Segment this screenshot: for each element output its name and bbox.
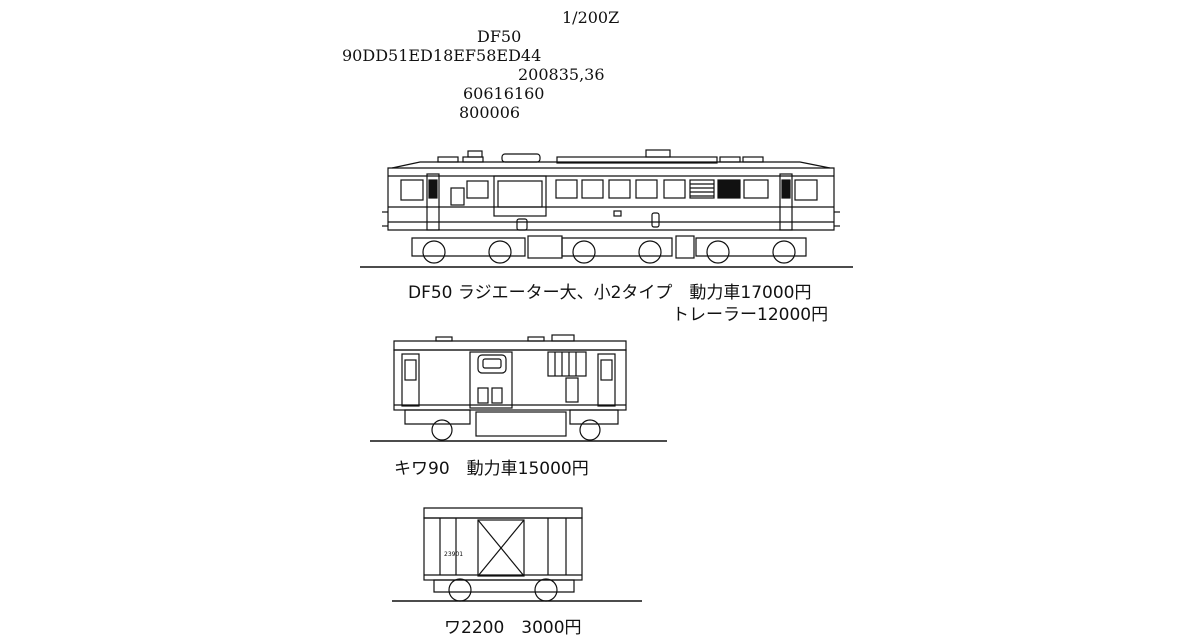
kiwa90-caption: キワ90 動力車15000円 (394, 459, 589, 479)
header-line5: 60616160 (463, 84, 545, 103)
kiwa90-car-drawing (370, 334, 667, 442)
header-model: DF50 (477, 27, 522, 46)
df50-caption-line1: DF50 ラジエーター大、小2タイプ 動力車17000円 (408, 283, 812, 303)
df50-locomotive-drawing (360, 149, 853, 268)
wa2200-caption: ワ2200 3000円 (444, 618, 582, 638)
header-line6: 800006 (459, 103, 521, 122)
header-scale: 1/200Z (562, 8, 620, 27)
header-line4: 200835,36 (518, 65, 605, 84)
header-line3: 90DD51ED18EF58ED44 (342, 46, 542, 65)
wa2200-car-number: 23901 (444, 551, 463, 558)
df50-caption-line2: トレーラー12000円 (672, 305, 829, 325)
wa2200-wagon-drawing (392, 507, 642, 602)
